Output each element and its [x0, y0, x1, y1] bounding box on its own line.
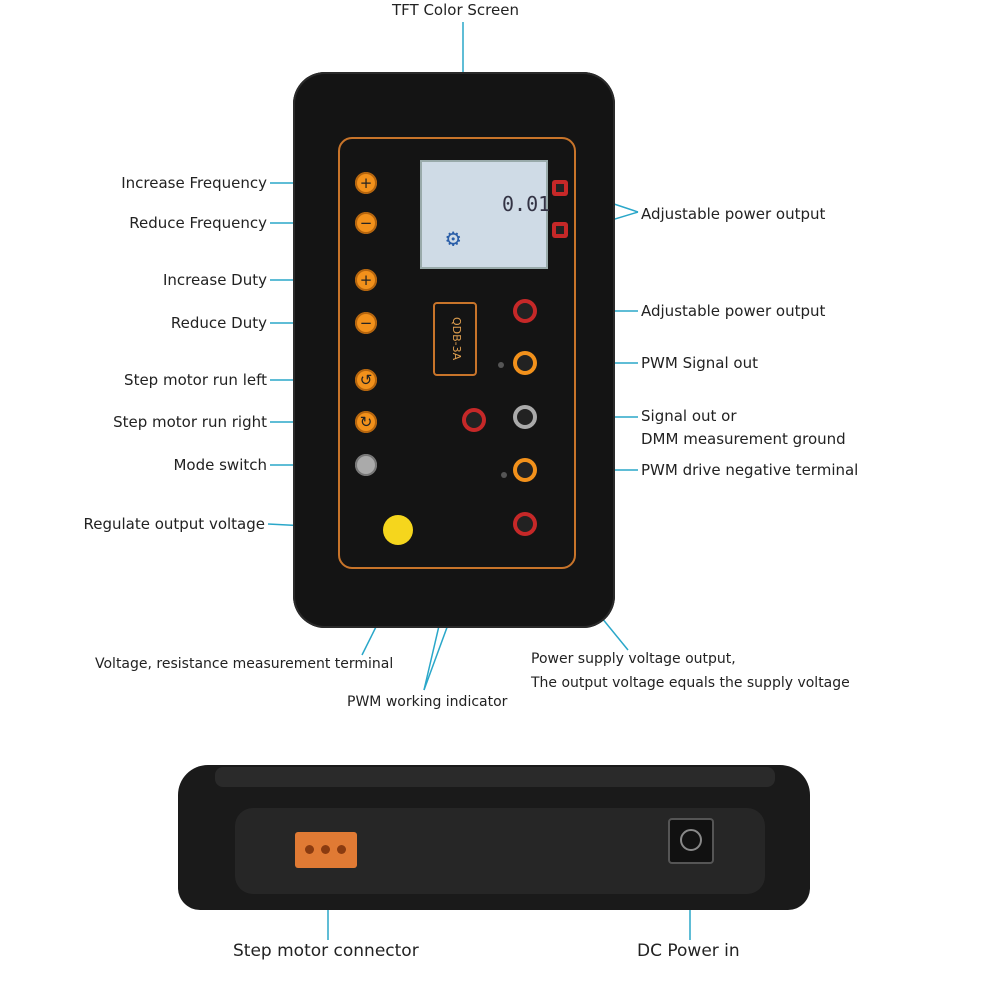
- label-step-right: Step motor run right: [113, 413, 267, 431]
- label-pwm-indicator: PWM working indicator: [347, 694, 508, 710]
- output-switch-1[interactable]: [552, 180, 568, 196]
- gear-icon: ⚙: [446, 224, 461, 252]
- label-regulate-voltage: Regulate output voltage: [83, 515, 265, 533]
- pwm-indicator-led-2: [501, 472, 507, 478]
- connector-pin: [305, 845, 314, 854]
- dc-jack-hole: [680, 829, 702, 851]
- step-left-button[interactable]: ↺: [355, 369, 377, 391]
- label-reduce-frequency: Reduce Frequency: [129, 214, 267, 232]
- label-step-connector: Step motor connector: [233, 941, 419, 961]
- reduce-duty-button[interactable]: −: [355, 312, 377, 334]
- rotate-left-icon: ↺: [359, 371, 373, 389]
- label-pwm-signal-out: PWM Signal out: [641, 354, 758, 372]
- label-voltage-resistance: Voltage, resistance measurement terminal: [95, 656, 394, 672]
- label-signal-out-1: Signal out or: [641, 407, 737, 425]
- pwm-signal-terminal[interactable]: [513, 351, 537, 375]
- label-increase-frequency: Increase Frequency: [121, 174, 267, 192]
- label-dc-power-in: DC Power in: [637, 941, 740, 961]
- output-switch-2[interactable]: [552, 222, 568, 238]
- pwm-indicator-led-1: [498, 362, 504, 368]
- increase-duty-button[interactable]: +: [355, 269, 377, 291]
- dc-power-jack[interactable]: [668, 818, 714, 864]
- screen-value: 0.01: [502, 192, 551, 216]
- power-supply-terminal[interactable]: [513, 512, 537, 536]
- measurement-terminal[interactable]: [462, 408, 486, 432]
- label-increase-duty: Increase Duty: [162, 271, 267, 289]
- label-adjustable-output-2: Adjustable power output: [641, 302, 826, 320]
- signal-ground-terminal[interactable]: [513, 405, 537, 429]
- reduce-frequency-button[interactable]: −: [355, 212, 377, 234]
- tft-screen: 0.01 ⚙: [420, 160, 551, 269]
- label-pwm-drive-negative: PWM drive negative terminal: [641, 461, 859, 479]
- control-panel: [338, 137, 576, 569]
- voltage-knob[interactable]: [383, 515, 413, 545]
- label-reduce-duty: Reduce Duty: [170, 314, 267, 332]
- label-power-supply-2: The output voltage equals the supply vol…: [531, 675, 850, 691]
- pwm-negative-terminal[interactable]: [513, 458, 537, 482]
- label-mode-switch: Mode switch: [173, 456, 267, 474]
- step-right-button[interactable]: ↻: [355, 411, 377, 433]
- label-tft-screen: TFT Color Screen: [392, 1, 519, 19]
- increase-frequency-button[interactable]: +: [355, 172, 377, 194]
- connector-pin: [321, 845, 330, 854]
- adjustable-output-terminal[interactable]: [513, 299, 537, 323]
- mode-switch-button[interactable]: [355, 454, 377, 476]
- rotate-right-icon: ↻: [359, 413, 373, 431]
- device-side-top: [215, 767, 775, 787]
- label-power-supply-1: Power supply voltage output,: [531, 651, 736, 667]
- connector-pin: [337, 845, 346, 854]
- label-adjustable-output-1: Adjustable power output: [641, 205, 826, 223]
- model-plate: QDB-3A: [433, 302, 477, 376]
- label-signal-out-2: DMM measurement ground: [641, 430, 846, 448]
- label-step-left: Step motor run left: [124, 371, 267, 389]
